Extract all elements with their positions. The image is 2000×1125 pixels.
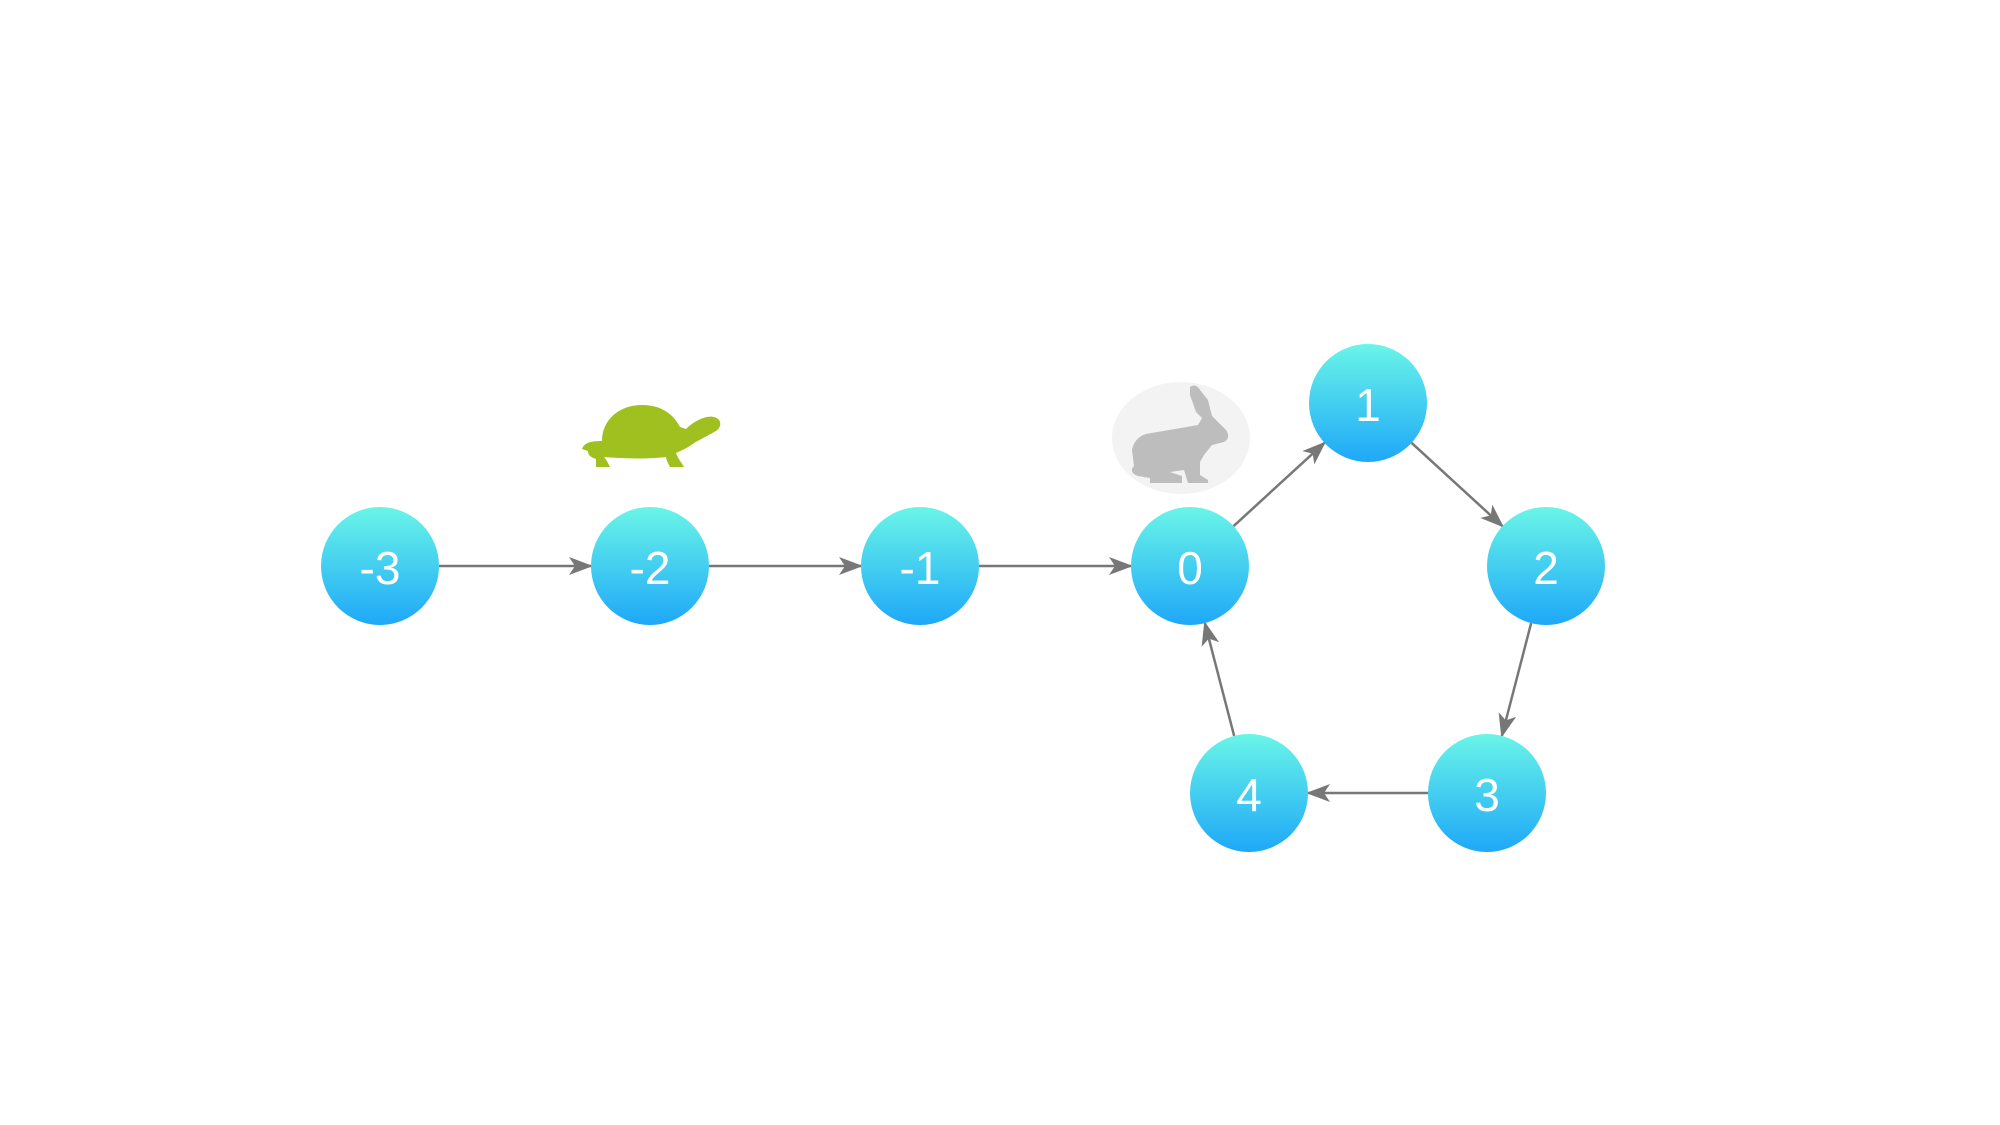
node-circle (861, 507, 979, 625)
node-label: -3 (360, 542, 401, 594)
node-label: -2 (630, 542, 671, 594)
node-3: 3 (1428, 734, 1546, 852)
node-circle (1309, 344, 1427, 462)
node-circle (321, 507, 439, 625)
node-circle (1190, 734, 1308, 852)
edge-arrow-4-to-0 (1201, 621, 1236, 737)
edge-arrow-1-to-2 (1410, 441, 1504, 528)
node--3: -3 (321, 507, 439, 625)
edge-arrow-2-to-3 (1498, 622, 1533, 738)
node-1: 1 (1309, 344, 1427, 462)
node-0: 0 (1131, 507, 1249, 625)
node--2: -2 (591, 507, 709, 625)
node-label: 3 (1474, 769, 1500, 821)
tortoise-icon (582, 405, 721, 467)
node-2: 2 (1487, 507, 1605, 625)
node-label: -1 (900, 542, 941, 594)
node-4: 4 (1190, 734, 1308, 852)
node-circle (591, 507, 709, 625)
node-label: 0 (1177, 542, 1203, 594)
node-label: 4 (1236, 769, 1262, 821)
node--1: -1 (861, 507, 979, 625)
hare-icon (1112, 382, 1250, 494)
node-label: 2 (1533, 542, 1559, 594)
edge-arrow-0-to-1 (1232, 441, 1326, 528)
node-circle (1428, 734, 1546, 852)
node-circle (1131, 507, 1249, 625)
node-circle (1487, 507, 1605, 625)
node-label: 1 (1355, 379, 1381, 431)
